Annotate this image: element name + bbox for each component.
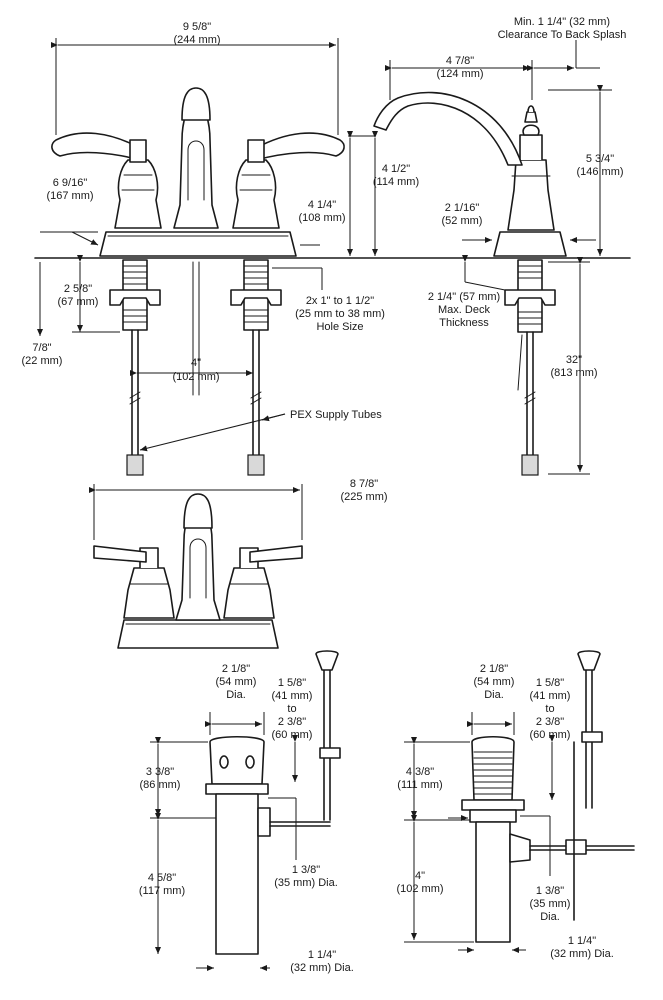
height-mm-label: (167 mm)	[46, 190, 93, 202]
pop-up-drain-left: 2 1/8" (54 mm) Dia. 1 5/8" (41 mm) to 2 …	[139, 650, 354, 974]
drain-l-top-in: 2 1/8"	[222, 663, 250, 675]
drain-r-top-dia: Dia.	[484, 689, 504, 701]
drain-r-h1-in: 4 3/8"	[406, 766, 434, 778]
drain-r-mid-mm: (35 mm)	[530, 898, 571, 910]
drain-r-top-mm: (54 mm)	[474, 676, 515, 688]
drain-l-rod-to: to	[287, 703, 296, 715]
shank-label: 2 5/8"	[64, 283, 92, 295]
drain-r-rod-in2: 2 3/8"	[536, 716, 564, 728]
drain-l-rod-mm: (41 mm)	[272, 690, 313, 702]
drain-l-h2-in: 4 5/8"	[148, 872, 176, 884]
centers-mm-label: (102 mm)	[172, 371, 219, 383]
drain-r-mid-dia: Dia.	[540, 911, 560, 923]
front-view-centerset-faucet: 8 7/8" (225 mm)	[89, 478, 388, 649]
mid-width-mm-label: (225 mm)	[340, 491, 387, 503]
handle-height-mm-label: (108 mm)	[298, 212, 345, 224]
nut-mm-label: (22 mm)	[22, 355, 63, 367]
drain-r-mid-in: 1 3/8"	[536, 885, 564, 897]
drain-l-h1-mm: (86 mm)	[140, 779, 181, 791]
hole-size-line3: Hole Size	[316, 321, 363, 333]
side-view-faucet: Min. 1 1/4" (32 mm) Clearance To Back Sp…	[373, 16, 627, 476]
drain-r-bot-in: 1 1/4"	[568, 935, 596, 947]
pop-up-drain-right: 2 1/8" (54 mm) Dia. 1 5/8" (41 mm) to 2 …	[396, 650, 635, 960]
front-view-widespread-faucet: 9 5/8" (244 mm) 6 9/16" (167 mm) 4 1/2" …	[22, 21, 631, 476]
nut-label: 7/8"	[32, 342, 51, 354]
drain-l-h2-mm: (117 mm)	[139, 885, 185, 897]
side-height-mm-label: (146 mm)	[576, 166, 623, 178]
reach-label: 4 7/8"	[446, 55, 474, 67]
drain-r-h2-mm: (102 mm)	[396, 883, 443, 895]
deck-line2: Max. Deck	[438, 304, 490, 316]
drain-l-mid-in: 1 3/8"	[292, 864, 320, 876]
drain-l-h1-in: 3 3/8"	[146, 766, 174, 778]
width-mm-label: (244 mm)	[173, 34, 220, 46]
base-mm-label: (52 mm)	[442, 215, 483, 227]
width-label: 9 5/8"	[183, 21, 211, 33]
clearance-line2: Clearance To Back Splash	[498, 29, 627, 41]
deck-line1: 2 1/4" (57 mm)	[428, 291, 500, 303]
drain-l-rod-mm2: (60 mm)	[272, 729, 313, 741]
drain-r-h2-in: 4"	[415, 870, 425, 882]
hole-size-line1: 2x 1" to 1 1/2"	[306, 295, 374, 307]
drain-l-bot-mm: (32 mm) Dia.	[290, 962, 354, 974]
left-shank	[109, 259, 161, 476]
side-height-label: 5 3/4"	[586, 153, 614, 165]
shank-mm-label: (67 mm)	[58, 296, 99, 308]
spout-height-mm-label: (114 mm)	[373, 176, 419, 188]
base-label: 2 1/16"	[445, 202, 480, 214]
drain-l-bot-in: 1 1/4"	[308, 949, 336, 961]
handle-height-label: 4 1/4"	[308, 199, 336, 211]
drain-r-rod-mm2: (60 mm)	[530, 729, 571, 741]
drain-l-rod-in: 1 5/8"	[278, 677, 306, 689]
reach-mm-label: (124 mm)	[436, 68, 483, 80]
spout-height-label: 4 1/2"	[382, 163, 410, 175]
deck-line3: Thickness	[439, 317, 489, 329]
drain-r-top-in: 2 1/8"	[480, 663, 508, 675]
drain-r-h1-mm: (111 mm)	[397, 779, 442, 791]
drain-r-rod-mm: (41 mm)	[530, 690, 571, 702]
drain-l-top-mm: (54 mm)	[216, 676, 257, 688]
mid-width-label: 8 7/8"	[350, 478, 378, 490]
clearance-line1: Min. 1 1/4" (32 mm)	[514, 16, 610, 28]
drain-r-bot-mm: (32 mm) Dia.	[550, 948, 614, 960]
drain-l-mid-mm: (35 mm) Dia.	[274, 877, 338, 889]
drain-r-rod-in: 1 5/8"	[536, 677, 564, 689]
hole-size-line2: (25 mm to 38 mm)	[295, 308, 385, 320]
centers-label: 4"	[191, 357, 201, 369]
height-label: 6 9/16"	[53, 177, 88, 189]
tube-label: 32"	[566, 354, 582, 366]
pex-label: PEX Supply Tubes	[290, 409, 382, 421]
tube-mm-label: (813 mm)	[550, 367, 597, 379]
right-shank	[230, 259, 282, 476]
drain-l-rod-in2: 2 3/8"	[278, 716, 306, 728]
drain-l-top-dia: Dia.	[226, 689, 246, 701]
drain-r-rod-to: to	[545, 703, 554, 715]
